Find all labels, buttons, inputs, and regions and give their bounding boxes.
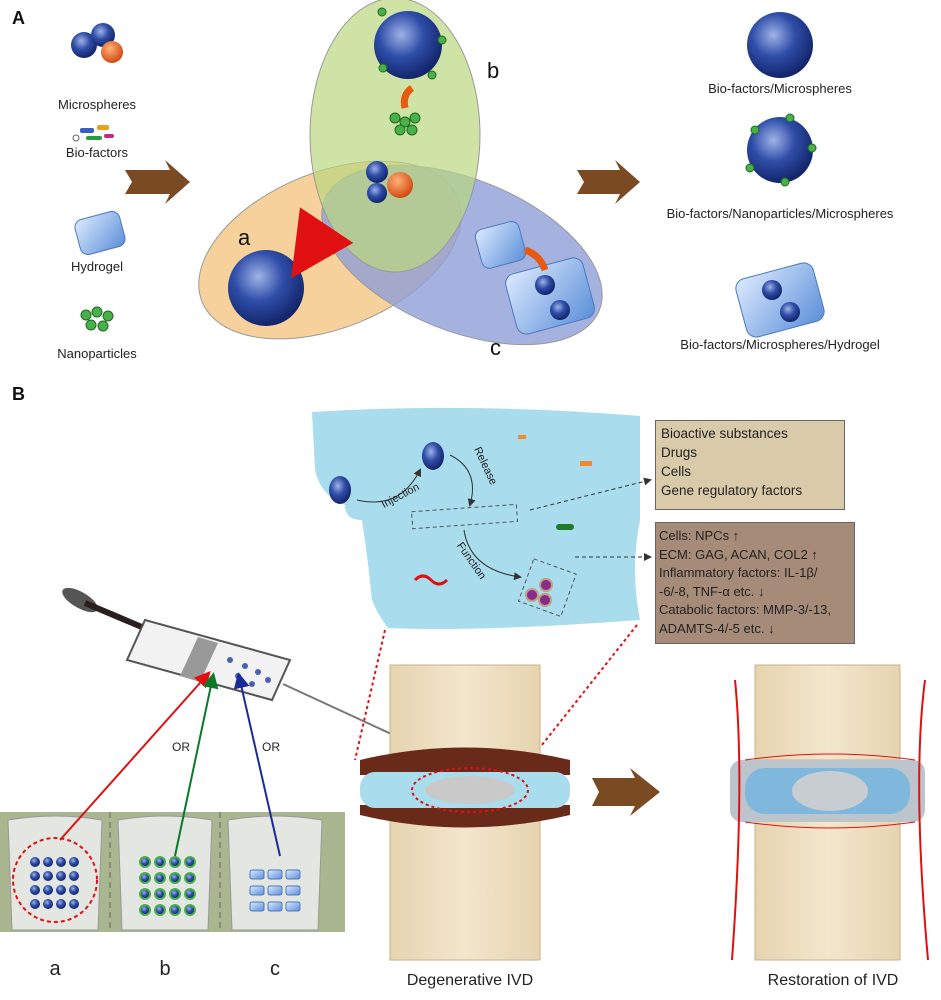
effect-item: -6/-8, TNF-α etc. ↓ bbox=[659, 583, 765, 599]
arrow-right-icon bbox=[577, 160, 640, 204]
arrow-right-icon bbox=[592, 768, 660, 816]
restored-ivd-illustration bbox=[730, 664, 929, 961]
venn-label-b: b bbox=[487, 58, 500, 83]
component-label: Hydrogel bbox=[70, 259, 124, 274]
beaker-label: b bbox=[159, 958, 171, 980]
bio-factors-nanoparticles-microspheres-icon bbox=[745, 113, 817, 187]
microspheres-icon bbox=[71, 23, 123, 63]
effect-item: Catabolic factors: MMP-3/-13, bbox=[659, 602, 831, 617]
or-label: OR bbox=[172, 740, 190, 754]
effects-box: Cells: NPCs ↑ ECM: GAG, ACAN, COL2 ↑ Inf… bbox=[655, 522, 855, 644]
panel-a-label: A bbox=[12, 8, 25, 28]
degenerative-ivd-illustration bbox=[360, 664, 570, 961]
venn-label-c: c bbox=[490, 335, 501, 360]
degenerative-ivd-label: Degenerative IVD bbox=[406, 972, 534, 989]
beaker-label: c bbox=[270, 958, 280, 980]
bio-factors-microspheres-hydrogel-icon bbox=[735, 262, 825, 338]
nanoparticles-icon bbox=[80, 306, 114, 332]
effect-item: ADAMTS-4/-5 etc. ↓ bbox=[659, 620, 775, 636]
component-label: Nanoparticles bbox=[57, 346, 137, 361]
tissue-microenvironment bbox=[312, 407, 640, 629]
component-label: Microspheres bbox=[57, 97, 137, 112]
bio-factors-microspheres-icon bbox=[747, 12, 813, 78]
product-label: Bio-factors/Microspheres bbox=[708, 81, 852, 96]
cargo-item: Gene regulatory factors bbox=[661, 483, 803, 498]
gene-icon bbox=[413, 574, 449, 586]
syringe-icon bbox=[62, 587, 466, 769]
product-label: Bio-factors/Microspheres/Hydrogel bbox=[680, 337, 880, 352]
product-label: Bio-factors/Nanoparticles/Microspheres bbox=[666, 206, 894, 221]
effect-item: ECM: GAG, ACAN, COL2 ↑ bbox=[659, 546, 818, 562]
beaker-c bbox=[227, 815, 323, 931]
cargo-box: Bioactive substances Drugs Cells Gene re… bbox=[655, 420, 845, 510]
cargo-item: Cells bbox=[661, 464, 692, 479]
microsphere-icon bbox=[422, 442, 444, 470]
beaker-label: a bbox=[49, 958, 61, 980]
microsphere-icon bbox=[329, 476, 351, 504]
venn-label-a: a bbox=[238, 225, 251, 250]
beaker-a bbox=[7, 815, 103, 931]
component-label: Bio-factors bbox=[65, 145, 129, 160]
panel-b-label: B bbox=[12, 384, 25, 404]
beaker-b bbox=[117, 815, 213, 931]
restoration-ivd-label: Restoration of IVD bbox=[767, 972, 899, 989]
bio-factors-icon bbox=[72, 125, 114, 142]
or-label: OR bbox=[262, 740, 280, 754]
effect-item: Inflammatory factors: IL-1β/ bbox=[659, 565, 818, 580]
effect-item: Cells: NPCs ↑ bbox=[659, 528, 740, 543]
venn-diagram bbox=[198, 0, 603, 346]
hydrogel-icon bbox=[74, 210, 126, 256]
arrow-right-icon bbox=[125, 160, 190, 204]
cargo-item: Bioactive substances bbox=[661, 426, 788, 441]
cargo-item: Drugs bbox=[661, 445, 698, 460]
